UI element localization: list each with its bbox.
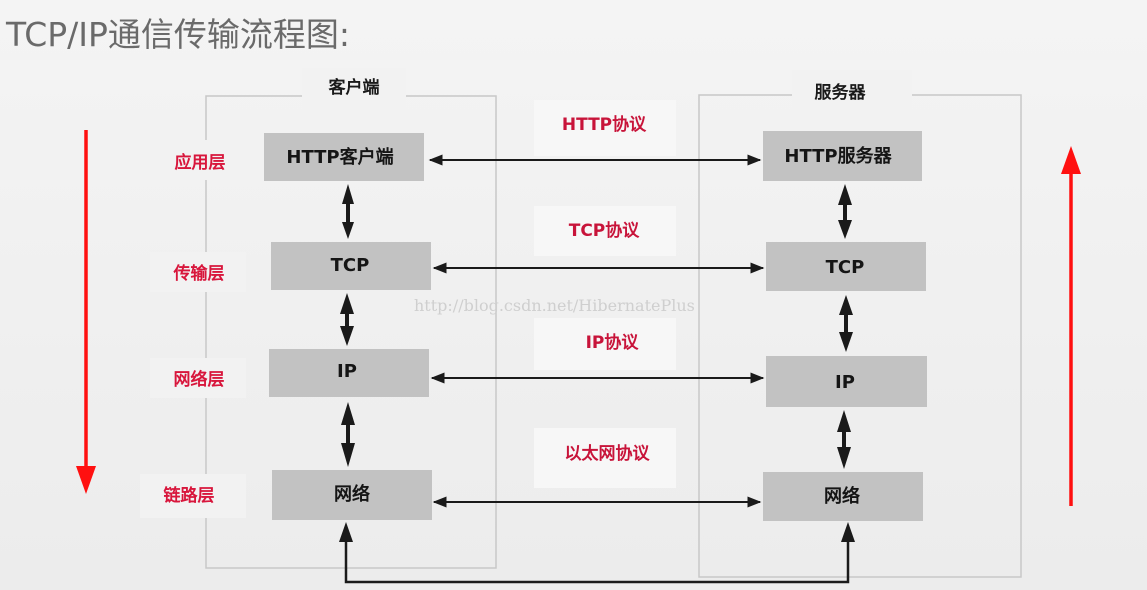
client-node-tcp bbox=[271, 242, 431, 290]
server-label: 服务器 bbox=[815, 82, 867, 103]
server-node-http-label: HTTP服务器 bbox=[784, 145, 892, 167]
physical-link bbox=[344, 527, 850, 584]
down-direction-arrow bbox=[76, 130, 96, 494]
client-node-http bbox=[264, 133, 424, 181]
server-node-link-label: 网络 bbox=[824, 485, 860, 507]
layer-label-transport: 传输层 bbox=[173, 263, 225, 284]
up-direction-arrow bbox=[1061, 146, 1081, 506]
layer-label-link: 链路层 bbox=[164, 485, 215, 506]
server-node-link bbox=[763, 472, 923, 521]
server-node-ip-label: IP bbox=[835, 372, 855, 393]
physical-link-arrowhead-server bbox=[841, 522, 855, 542]
client-label: 客户端 bbox=[328, 77, 380, 98]
client-node-tcp-label: TCP bbox=[331, 255, 370, 276]
client-node-http-label: HTTP客户端 bbox=[286, 146, 393, 168]
physical-link-arrowhead-client bbox=[339, 522, 353, 542]
client-stack: HTTP客户端 TCP IP 网络 bbox=[264, 133, 432, 520]
layer-label-network: 网络层 bbox=[174, 369, 225, 390]
page-title: TCP/IP通信传输流程图: bbox=[6, 15, 351, 54]
client-node-link-label: 网络 bbox=[334, 483, 370, 505]
server-vertical-arrows bbox=[837, 184, 853, 469]
server-node-ip bbox=[766, 356, 927, 407]
layer-label-application: 应用层 bbox=[175, 152, 226, 173]
client-node-ip-label: IP bbox=[337, 361, 357, 382]
protocol-label-tcp: TCP协议 bbox=[569, 220, 641, 241]
server-node-tcp bbox=[766, 242, 926, 291]
client-node-ip bbox=[269, 349, 429, 397]
protocol-arrows bbox=[428, 154, 765, 508]
protocol-label-ip: IP协议 bbox=[586, 332, 640, 353]
server-stack: HTTP服务器 TCP IP 网络 bbox=[763, 131, 927, 521]
server-node-tcp-label: TCP bbox=[826, 257, 865, 278]
client-vertical-arrows bbox=[340, 184, 355, 467]
protocol-label-ethernet: 以太网协议 bbox=[565, 443, 651, 464]
client-node-link bbox=[272, 470, 432, 520]
watermark: http://blog.csdn.net/HibernatePlus bbox=[414, 296, 695, 315]
protocol-label-http: HTTP协议 bbox=[562, 114, 647, 135]
server-node-http bbox=[763, 131, 922, 181]
layer-labels: 应用层 传输层 网络层 链路层 bbox=[140, 140, 246, 518]
